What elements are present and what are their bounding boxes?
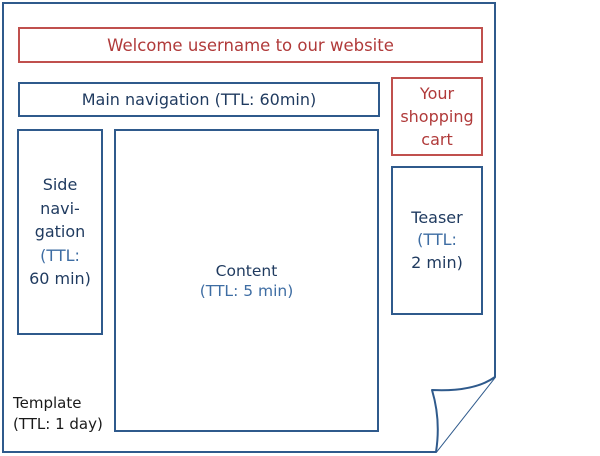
template-label-line-2: (TTL: 1 day) bbox=[13, 415, 103, 433]
welcome-text: Welcome username to our website bbox=[107, 35, 394, 55]
side-navigation-name-line-1: Side bbox=[42, 175, 78, 195]
teaser-label: Teaser bbox=[411, 207, 463, 227]
content-label: Content bbox=[215, 261, 278, 280]
side-navigation-name-line-2: navi- bbox=[40, 198, 80, 218]
side-navigation-name-line-3: gation bbox=[34, 222, 86, 242]
page-curl-icon bbox=[431, 376, 496, 453]
side-navigation-box: Side navi- gation (TTL: 60 min) bbox=[17, 129, 103, 335]
welcome-banner: Welcome username to our website bbox=[18, 27, 483, 63]
teaser-ttl-line-2: 2 min) bbox=[411, 252, 463, 272]
content-box: Content (TTL: 5 min) bbox=[114, 129, 379, 432]
shopping-cart-line-2: shopping bbox=[400, 107, 474, 126]
side-navigation-ttl-line-1: (TTL: bbox=[40, 245, 80, 265]
template-label: Template (TTL: 1 day) bbox=[13, 393, 103, 435]
side-navigation-ttl-line-2: 60 min) bbox=[29, 269, 91, 289]
teaser-ttl-line-1: (TTL: bbox=[417, 230, 457, 250]
shopping-cart-line-1: Your bbox=[419, 84, 455, 103]
main-navigation-box: Main navigation (TTL: 60min) bbox=[18, 82, 380, 117]
content-ttl: (TTL: 5 min) bbox=[199, 281, 294, 300]
template-label-line-1: Template bbox=[13, 394, 82, 412]
teaser-box: Teaser (TTL: 2 min) bbox=[391, 166, 483, 315]
shopping-cart-box: Your shopping cart bbox=[391, 77, 483, 156]
main-navigation-label: Main navigation (TTL: 60min) bbox=[81, 90, 317, 109]
shopping-cart-line-3: cart bbox=[421, 130, 453, 149]
